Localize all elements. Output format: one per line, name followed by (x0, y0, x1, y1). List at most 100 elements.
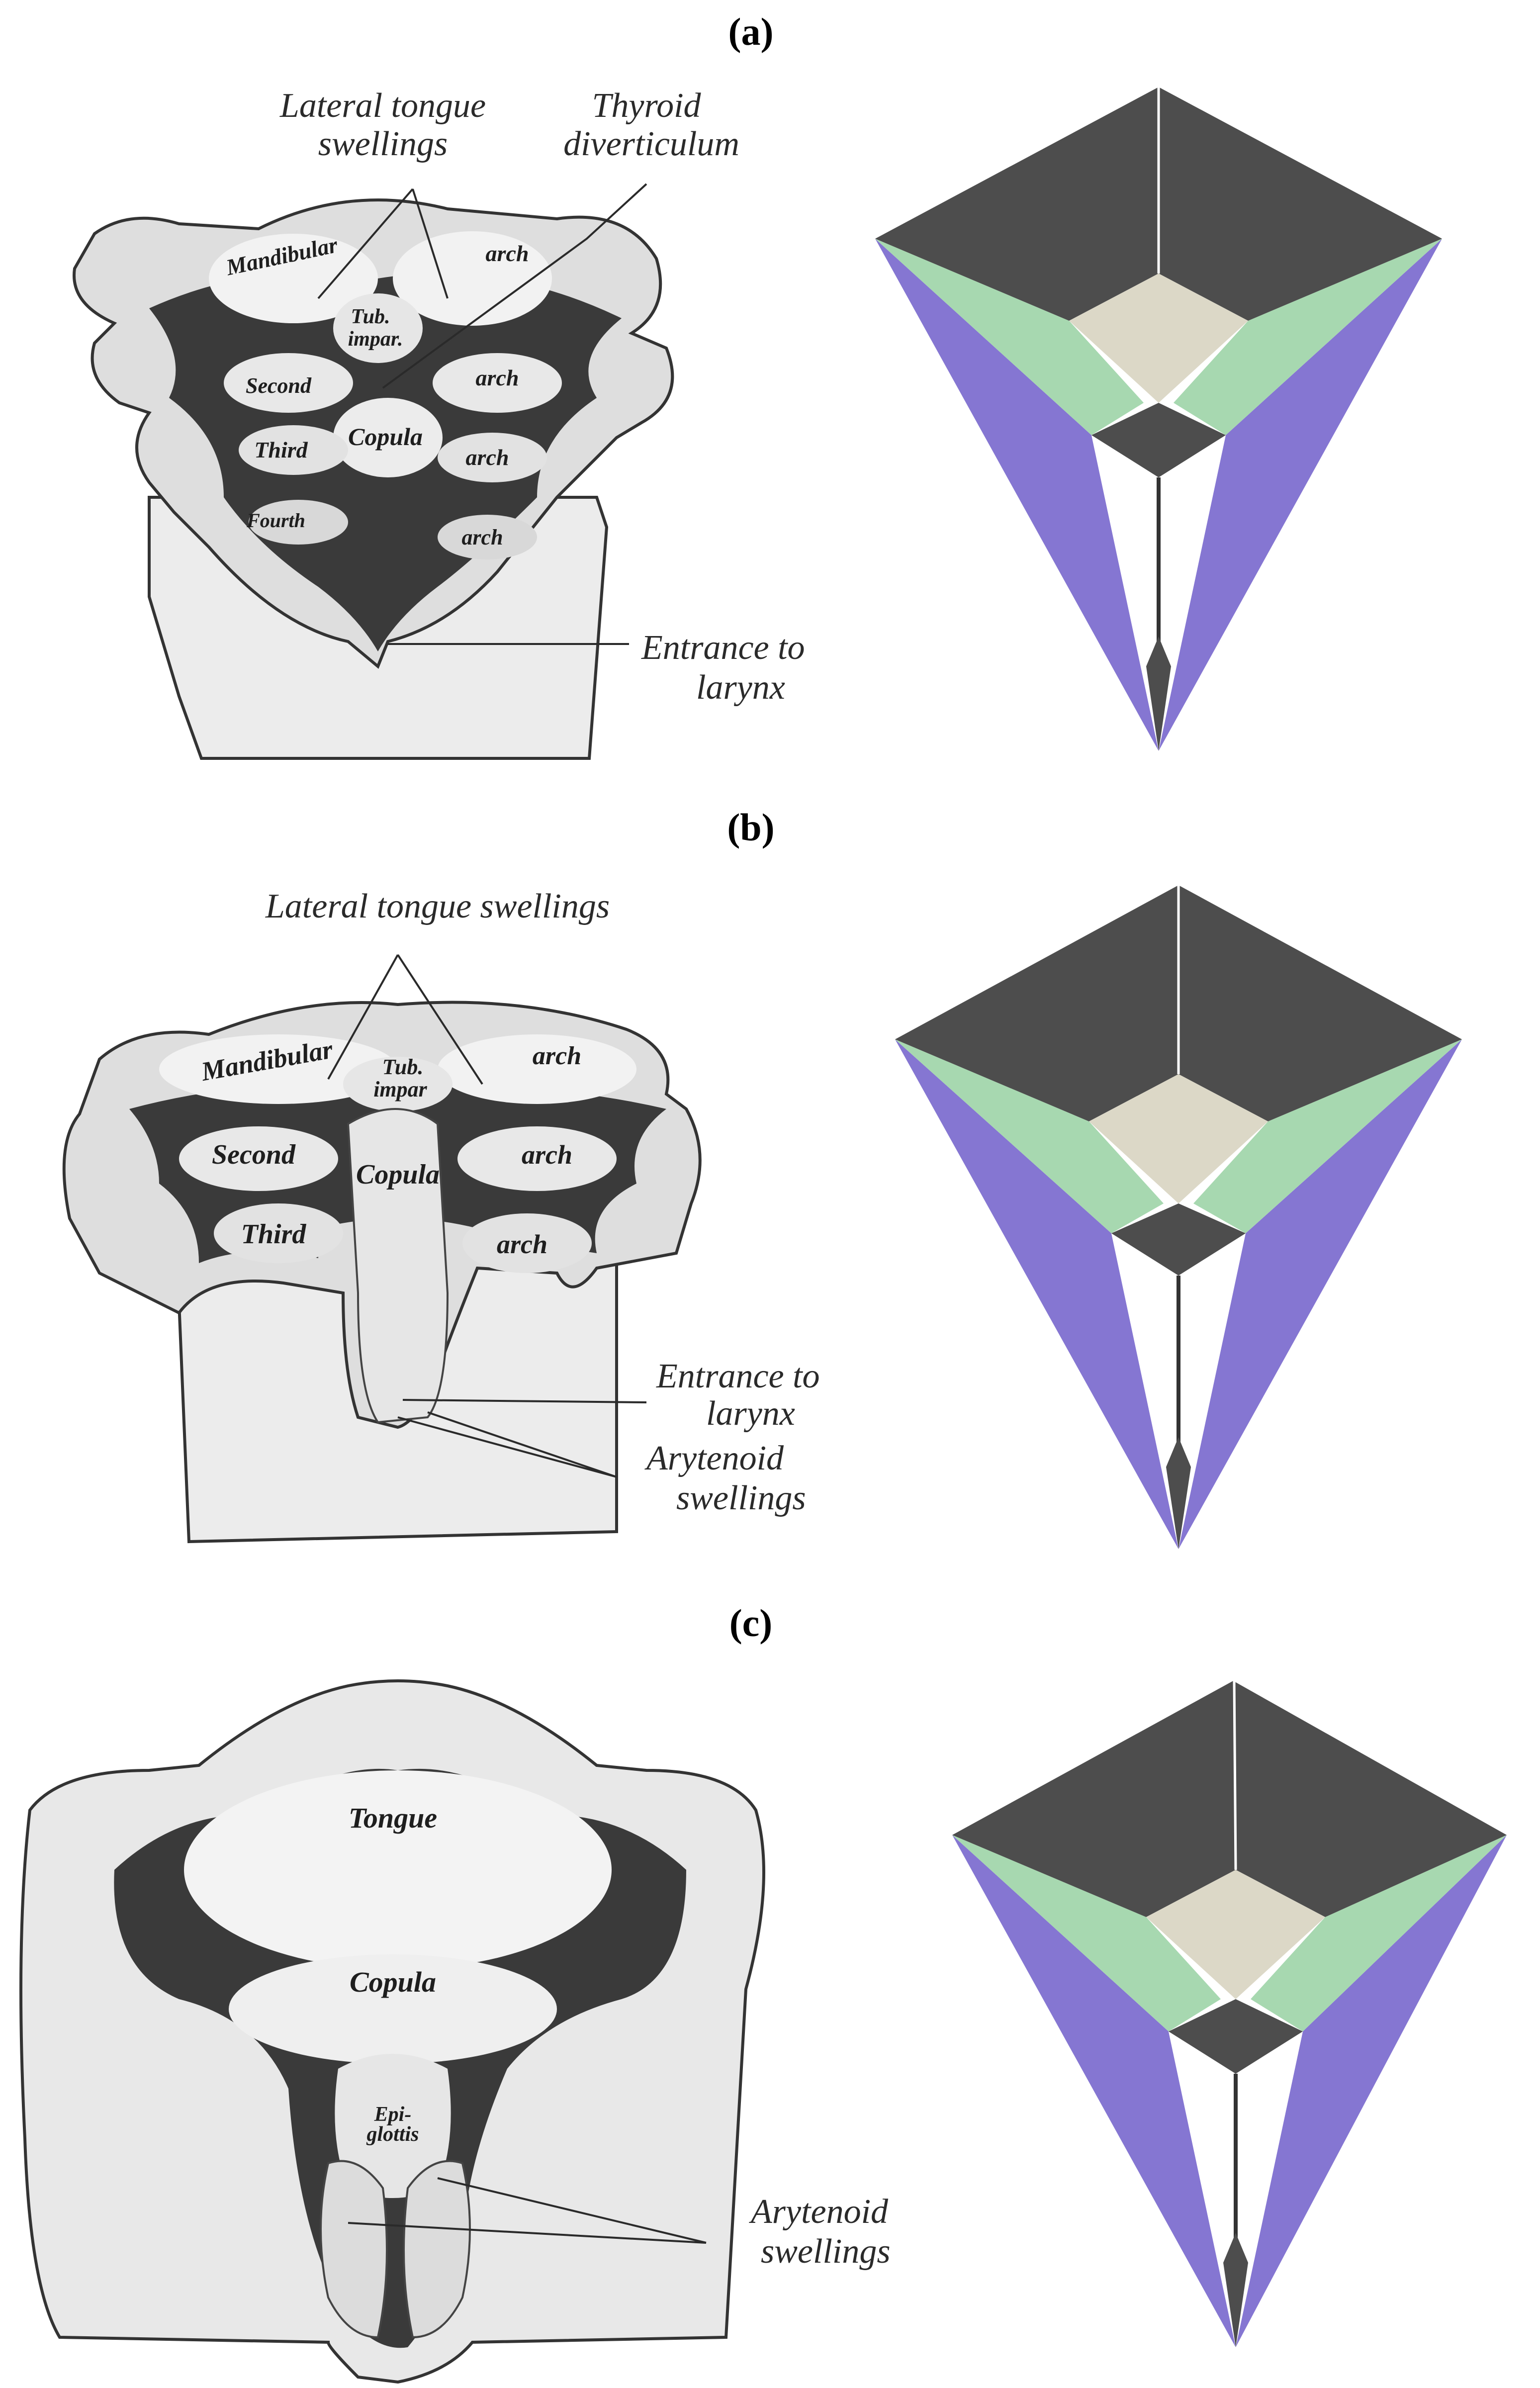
illustration-c-tongue (184, 1770, 612, 1969)
diagram-a-beige-square (1069, 274, 1248, 403)
illustration-a-copula-label: Copula (348, 423, 423, 451)
diagram-c-right-green (1251, 1835, 1507, 2031)
illustration-b-arch-swelling (438, 1034, 636, 1104)
illustration-a-leader-thyroid (382, 183, 647, 389)
illustration-b-arch-right-2 (457, 1126, 617, 1191)
diagram-c-center-dark (1169, 1999, 1303, 2074)
illustration-b: Mandibular arch Tub. impar Second Copula… (62, 954, 702, 1544)
diagram-a (875, 87, 1442, 751)
diagram-c-top-dark (952, 1681, 1507, 1917)
illustration-a-tub-impar (333, 293, 423, 363)
annotation-b-entrance-line1: Entrance to (656, 1357, 820, 1395)
illustration-b-arch-label-3: arch (497, 1229, 547, 1259)
illustration-c-arytenoid-left (320, 2160, 388, 2339)
panel-a: (a) Mandibular arch Tub. impar. Second (73, 10, 1442, 760)
illustration-a-arch-swelling (393, 231, 552, 326)
illustration-a-third-left (239, 425, 348, 475)
diagram-a-left-green (875, 239, 1144, 435)
illustration-b-third-label: Third (241, 1219, 307, 1250)
illustration-b-tub-label: Tub. (382, 1055, 424, 1079)
panel-c: (c) Tongue Copula Epi- glottis Arytenoid… (19, 1601, 1507, 2384)
illustration-c-copula (229, 1954, 557, 2064)
illustration-a-fourth-right (438, 515, 537, 559)
illustration-a-second-label: Second (246, 373, 312, 398)
illustration-a-second-left (224, 353, 353, 413)
illustration-a: Mandibular arch Tub. impar. Second arch … (73, 183, 674, 760)
annotation-b-arytenoid-line1: Arytenoid (644, 1439, 784, 1477)
diagram-c-right-purple (1236, 1835, 1507, 2347)
illustration-b-third-left (214, 1203, 343, 1263)
illustration-c-copula-label: Copula (350, 1966, 436, 1998)
illustration-c-glottis-label: glottis (366, 2123, 419, 2146)
panel-b-label: (b) (727, 806, 774, 849)
illustration-c-arytenoid-right (403, 2160, 471, 2339)
diagram-a-center-dark (1091, 403, 1226, 477)
annotation-a-thyroid-line2: diverticulum (563, 125, 739, 163)
annotation-c-arytenoid-line1: Arytenoid (749, 2193, 889, 2231)
illustration-a-arch-label-3: arch (466, 445, 509, 470)
annotation-a-entrance-line2: larynx (696, 668, 785, 707)
diagram-c (952, 1680, 1507, 2347)
diagram-b-center-dark (1111, 1203, 1246, 1276)
diagram-c-top-line (1233, 1680, 1237, 1870)
illustration-b-arch-label-2: arch (522, 1140, 572, 1170)
annotation-b-lateral: Lateral tongue swellings (265, 887, 610, 925)
diagram-a-right-purple (1159, 239, 1442, 751)
diagram-a-right-green (1174, 239, 1442, 435)
diagram-a-left-purple (875, 239, 1159, 751)
illustration-a-tub-label: Tub. (351, 305, 390, 328)
diagram-b-arrowhead (1166, 1437, 1191, 1549)
illustration-b-tub-impar (343, 1057, 453, 1111)
illustration-b-arch-label-1: arch (533, 1042, 581, 1070)
illustration-a-arch-label-1: arch (486, 241, 529, 266)
diagram-a-arrowhead (1146, 637, 1171, 751)
annotation-a-lateral-line1: Lateral tongue (279, 87, 486, 125)
illustration-b-copula (347, 1108, 449, 1424)
diagram-b-right-green (1193, 1039, 1462, 1233)
illustration-a-impar-label: impar. (348, 328, 403, 351)
illustration-c-leader-arytenoid (348, 2177, 707, 2244)
illustration-a-arch-label-2: arch (476, 365, 519, 390)
illustration-c-epiglottis (335, 2054, 451, 2198)
panel-a-label: (a) (728, 10, 774, 53)
illustration-a-leader-lateral (317, 188, 449, 299)
illustration-a-third-label: Third (254, 437, 308, 462)
panel-b: (b) Mandibular arch Tub. impar Second Co… (62, 806, 1462, 1549)
diagram-c-arrowhead (1223, 2233, 1248, 2347)
diagram-b-left-green (895, 1039, 1164, 1233)
annotation-a-lateral-line2: swellings (318, 125, 448, 163)
illustration-b-leader-lateral (327, 954, 483, 1085)
illustration-a-fourth-left (249, 500, 348, 545)
illustration-a-third-right (438, 433, 547, 482)
illustration-b-second-left (179, 1126, 338, 1191)
diagram-c-left-green (952, 1835, 1221, 2031)
diagram-c-left-purple (952, 1835, 1236, 2347)
illustration-b-leader-arytenoid (397, 1411, 617, 1478)
annotation-b-entrance-line2: larynx (706, 1394, 795, 1433)
annotation-a-entrance-line1: Entrance to (641, 629, 805, 667)
diagram-b (895, 885, 1462, 1549)
illustration-a-arch-label-4: arch (461, 525, 503, 550)
illustration-b-copula-label: Copula (356, 1159, 440, 1190)
diagram-b-right-purple (1178, 1039, 1462, 1549)
illustration-a-second-right (433, 353, 562, 413)
diagram-c-beige-square (1146, 1870, 1325, 1999)
illustration-a-copula (333, 398, 443, 477)
illustration-c: Tongue Copula Epi- glottis (19, 1679, 765, 2384)
illustration-b-second-label: Second (212, 1139, 296, 1170)
illustration-c-epi-label: Epi- (374, 2103, 412, 2126)
illustration-a-mandibular-swelling (209, 234, 378, 323)
illustration-b-leader-entrance (402, 1399, 647, 1403)
panel-c-label: (c) (729, 1601, 773, 1645)
annotation-c-arytenoid-line2: swellings (761, 2232, 891, 2271)
illustration-a-fourth-label: Fourth (246, 509, 305, 532)
illustration-b-arch-right-3 (462, 1213, 592, 1273)
illustration-b-mandibular-swelling (159, 1034, 398, 1104)
diagram-b-beige-square (1089, 1074, 1268, 1203)
annotation-a-thyroid-line1: Thyroid (592, 87, 701, 125)
diagram-b-left-purple (895, 1039, 1178, 1549)
illustration-b-impar-label: impar (373, 1077, 427, 1102)
illustration-c-tongue-label: Tongue (349, 1802, 437, 1834)
annotation-b-arytenoid-line2: swellings (676, 1479, 806, 1517)
